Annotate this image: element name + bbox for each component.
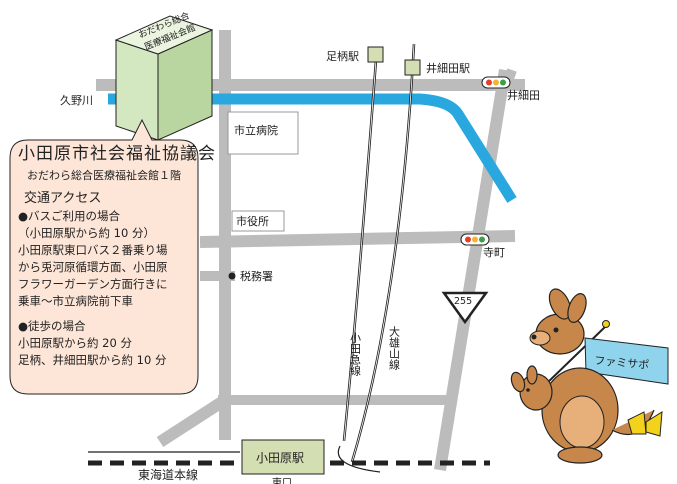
- teramachi-intersection-label: 寺町: [483, 246, 505, 259]
- road-diagonal-sw: [156, 394, 229, 448]
- bus-line-2: （小田原駅から約 10 分）: [18, 226, 155, 240]
- famisapo-flag-text: ファミサポ: [594, 354, 650, 372]
- info-balloon: 小田原市社会福祉協議会 おだわら総合医療福祉会館１階 交通アクセス ●バスご利用…: [10, 140, 216, 394]
- walk-line-3: 足柄、井細田駅から約 10 分: [18, 353, 167, 367]
- odakyu-line-label: 小田急線: [349, 332, 362, 376]
- shinkansen-curve: [337, 445, 381, 473]
- traffic-light-isaida-icon: [481, 76, 511, 89]
- bus-line-1: ●バスご利用の場合: [18, 209, 121, 223]
- kangaroo-mascot-icon: ファミサポ: [510, 288, 669, 464]
- organization-address: おだわら総合医療福祉会館１階: [27, 169, 181, 182]
- taxoffice-label: 税務署: [240, 269, 273, 283]
- walk-line-2: 小田原駅から約 20 分: [18, 336, 132, 350]
- odakyu-line-inner: [343, 59, 377, 442]
- odawara-station-box: [241, 439, 325, 475]
- isaida-station-label: 井細田駅: [426, 61, 470, 75]
- cityhall-label: 市役所: [236, 214, 269, 228]
- daiyuzan-line-inner: [351, 43, 415, 463]
- bus-line-4: から兎河原循環方面、小田原: [18, 260, 168, 274]
- bus-line-6: 乗車～市立病院前下車: [18, 294, 133, 308]
- bus-line-5: フラワーガーデン方面行きに: [18, 277, 168, 291]
- tokaido-line-label: 東海道本線: [138, 467, 198, 482]
- hospital-label: 市立病院: [234, 123, 278, 137]
- road-route255: [434, 69, 511, 471]
- ashigara-station: [367, 46, 384, 63]
- walk-line-1: ●徒歩の場合: [18, 319, 86, 333]
- ashigara-label: 足柄駅: [326, 50, 359, 63]
- cityhall-box: [231, 210, 285, 232]
- bus-line-3: 小田原駅東口バス２番乗り場: [18, 243, 168, 257]
- isaida-intersection-label: 井細田: [507, 88, 540, 102]
- traffic-light-teramachi-icon: [460, 233, 490, 246]
- welfare-hall-building-icon: [114, 15, 214, 141]
- hospital-box: [227, 111, 299, 155]
- river-kuno: [108, 93, 517, 203]
- taxoffice-dot: [228, 272, 236, 280]
- organization-name: 小田原市社会福祉協議会: [18, 144, 216, 164]
- access-heading: 交通アクセス: [24, 191, 102, 206]
- route-number: 255: [454, 296, 472, 307]
- river-label: 久野川: [60, 94, 93, 107]
- isaida-station: [404, 59, 421, 76]
- balloon-shape: [9, 118, 199, 395]
- odawara-station-label: 小田原駅: [256, 451, 304, 465]
- daiyuzan-line-label: 大雄山線: [388, 325, 401, 370]
- east-exit-label: 東口: [272, 476, 292, 484]
- route-255-sign-icon: [441, 291, 489, 325]
